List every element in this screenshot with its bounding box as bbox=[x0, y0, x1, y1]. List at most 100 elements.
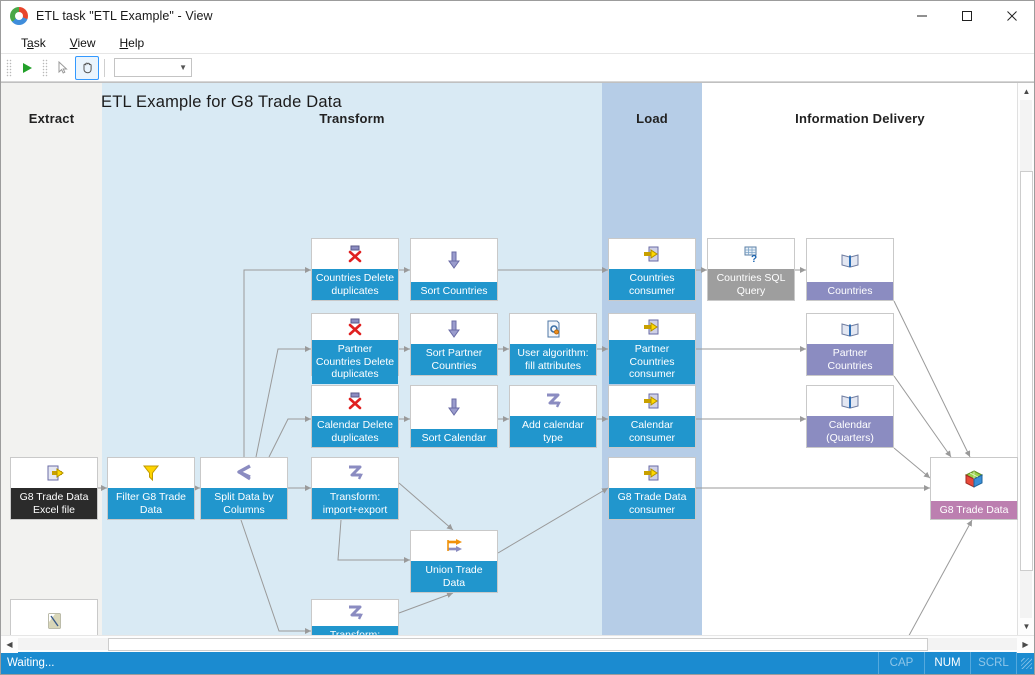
v-scroll-thumb[interactable] bbox=[1020, 171, 1033, 571]
swimlane-label-information-delivery: Information Delivery bbox=[795, 111, 925, 126]
hand-icon[interactable] bbox=[75, 55, 99, 80]
book-icon bbox=[807, 314, 893, 344]
scroll-up-arrow[interactable]: ▲ bbox=[1018, 83, 1034, 100]
node-calendar-consumer[interactable]: Calendar consumer bbox=[608, 385, 696, 448]
window-controls bbox=[899, 1, 1034, 32]
node-label: Calendar (Quarters) bbox=[807, 416, 893, 447]
node-label: G8 Trade Data Excel file bbox=[11, 488, 97, 519]
node-g8-trade-data-consumer[interactable]: G8 Trade Data consumer bbox=[608, 457, 696, 520]
status-badge-scrl: SCRL bbox=[970, 652, 1016, 674]
consumer-icon bbox=[609, 458, 695, 488]
resize-grip[interactable] bbox=[1016, 652, 1034, 674]
node-partner-countries[interactable]: Partner Countries bbox=[806, 313, 894, 376]
toolbar-separator bbox=[104, 58, 105, 77]
transform-z-icon bbox=[510, 386, 596, 416]
union-icon bbox=[411, 531, 497, 561]
node-label: Sort Partner Countries bbox=[411, 344, 497, 375]
etl-app-icon bbox=[9, 6, 29, 26]
status-badge-num: NUM bbox=[924, 652, 970, 674]
node-label: Calendar Delete duplicates bbox=[312, 416, 398, 447]
status-bar: Waiting... CAP NUM SCRL bbox=[1, 652, 1034, 674]
menu-item-task[interactable]: Task bbox=[9, 34, 58, 52]
node-transform-import-export[interactable]: Transform: import+export bbox=[311, 457, 399, 520]
svg-text:?: ? bbox=[751, 254, 757, 264]
diagram-title: ETL Example for G8 Trade Data bbox=[101, 93, 342, 111]
toolbar-grip-2[interactable] bbox=[42, 58, 48, 77]
delete-duplicates-icon bbox=[312, 314, 398, 340]
minimize-icon[interactable] bbox=[899, 1, 944, 32]
swimlane-label-extract: Extract bbox=[28, 111, 75, 126]
sql-query-icon: ? bbox=[708, 239, 794, 269]
menu-label-help: Help bbox=[119, 35, 145, 50]
node-split-data-by-columns[interactable]: Split Data by Columns bbox=[200, 457, 288, 520]
scroll-right-arrow[interactable]: ▶ bbox=[1017, 636, 1034, 653]
node-label: Partner Countries consumer bbox=[609, 340, 695, 384]
node-filter-g8-trade-data[interactable]: Filter G8 Trade Data bbox=[107, 457, 195, 520]
node-label: Transform: import+export bbox=[312, 488, 398, 519]
node-label: Union Trade Data bbox=[411, 561, 497, 592]
node-g8-trade-data-cube[interactable]: G8 Trade Data bbox=[930, 457, 1018, 520]
pointer-icon[interactable] bbox=[51, 56, 75, 80]
consumer-icon bbox=[609, 239, 695, 269]
node-sort-countries[interactable]: Sort Countries bbox=[410, 238, 498, 301]
node-g8-trade-data-excel-file[interactable]: G8 Trade Data Excel file bbox=[10, 457, 98, 520]
close-icon[interactable] bbox=[989, 1, 1034, 32]
node-add-calendar-type[interactable]: Add calendar type bbox=[509, 385, 597, 448]
h-scroll-thumb[interactable] bbox=[108, 638, 928, 651]
maximize-icon[interactable] bbox=[944, 1, 989, 32]
chevron-down-icon: ▼ bbox=[179, 63, 187, 72]
menu-item-view[interactable]: View bbox=[58, 34, 108, 52]
vertical-scrollbar[interactable]: ▲ ▼ bbox=[1017, 83, 1034, 635]
delete-duplicates-icon bbox=[312, 386, 398, 416]
sort-icon bbox=[411, 386, 497, 429]
node-label: G8 Trade Data consumer bbox=[609, 488, 695, 519]
menu-item-help[interactable]: Help bbox=[108, 34, 157, 52]
node-sort-calendar[interactable]: Sort Calendar bbox=[410, 385, 498, 448]
consumer-icon bbox=[609, 314, 695, 340]
excel-source-icon bbox=[11, 458, 97, 488]
node-countries-consumer[interactable]: Countries consumer bbox=[608, 238, 696, 301]
scroll-left-arrow[interactable]: ◀ bbox=[1, 636, 18, 653]
node-label: Countries SQL Query bbox=[708, 269, 794, 300]
node-countries-sql-query[interactable]: ? Countries SQL Query bbox=[707, 238, 795, 301]
horizontal-scrollbar[interactable]: ◀ ▶ bbox=[1, 635, 1034, 653]
node-label: Calendar consumer bbox=[609, 416, 695, 447]
node-partner-countries-delete[interactable]: Partner Countries Delete duplicates bbox=[311, 313, 399, 384]
node-calendar-delete-duplicates[interactable]: Calendar Delete duplicates bbox=[311, 385, 399, 448]
run-icon[interactable] bbox=[15, 56, 39, 80]
scroll-down-arrow[interactable]: ▼ bbox=[1018, 618, 1034, 635]
diagram-canvas-area: Extract Transform Load Information Delivery… bbox=[1, 82, 1034, 635]
node-etllog[interactable]: ETLLOG bbox=[10, 599, 98, 635]
status-message: Waiting... bbox=[7, 657, 55, 669]
swimlane-label-transform: Transform bbox=[319, 111, 385, 126]
etl-diagram-canvas[interactable]: Extract Transform Load Information Delivery… bbox=[1, 83, 1018, 635]
node-union-trade-data[interactable]: Union Trade Data bbox=[410, 530, 498, 593]
status-badge-cap: CAP bbox=[878, 652, 924, 674]
toolbar-grip[interactable] bbox=[6, 58, 12, 77]
log-icon bbox=[11, 600, 97, 635]
node-label: Add calendar type bbox=[510, 416, 596, 447]
toolbar: ▼ bbox=[1, 54, 1034, 82]
node-transform-convert-export[interactable]: Transform: convert Export from mln to bl… bbox=[311, 599, 399, 635]
window-title: ETL task "ETL Example" - View bbox=[36, 9, 213, 23]
node-user-algorithm-fill[interactable]: User algorithm: fill attributes bbox=[509, 313, 597, 376]
sort-icon bbox=[411, 239, 497, 282]
node-label: Countries Delete duplicates bbox=[312, 269, 398, 300]
user-algorithm-icon bbox=[510, 314, 596, 344]
node-label: Partner Countries bbox=[807, 344, 893, 375]
node-sort-partner-countries[interactable]: Sort Partner Countries bbox=[410, 313, 498, 376]
node-label: Transform: convert Export from mln to bl… bbox=[312, 626, 398, 635]
node-countries-delete-duplicates[interactable]: Countries Delete duplicates bbox=[311, 238, 399, 301]
status-indicators: CAP NUM SCRL bbox=[878, 652, 1034, 674]
node-label: Split Data by Columns bbox=[201, 488, 287, 519]
node-label: User algorithm: fill attributes bbox=[510, 344, 596, 375]
swimlane-label-load: Load bbox=[636, 111, 668, 126]
transform-z-icon bbox=[312, 458, 398, 488]
sort-icon bbox=[411, 314, 497, 344]
node-calendar-quarters[interactable]: Calendar (Quarters) bbox=[806, 385, 894, 448]
zoom-combo[interactable]: ▼ bbox=[114, 58, 192, 77]
node-label: G8 Trade Data bbox=[931, 500, 1017, 519]
node-partner-countries-consumer[interactable]: Partner Countries consumer bbox=[608, 313, 696, 384]
node-countries[interactable]: Countries bbox=[806, 238, 894, 301]
